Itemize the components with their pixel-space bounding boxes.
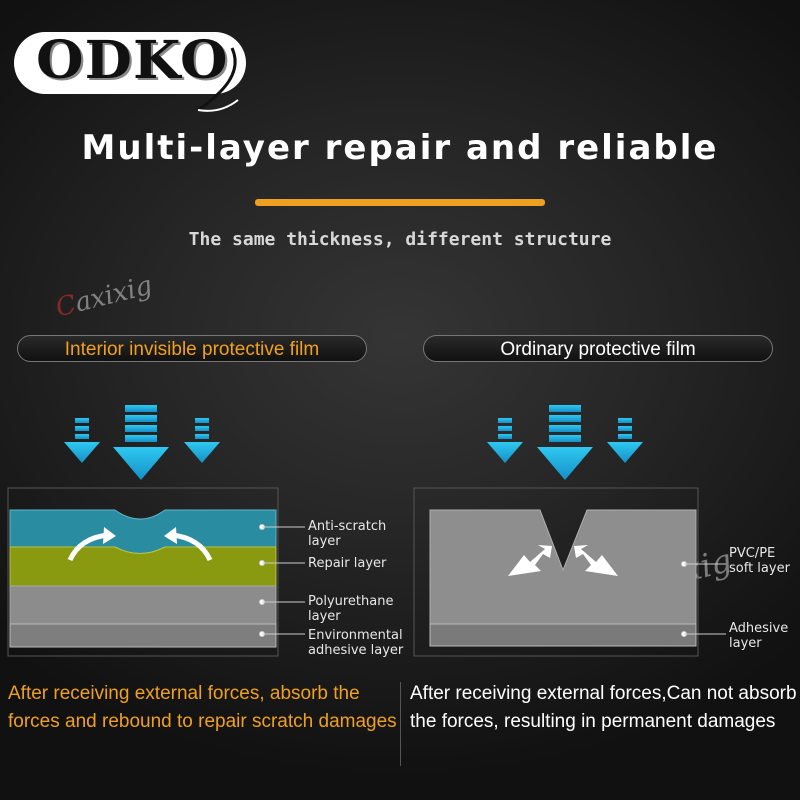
layer-label: Repair layer <box>308 556 387 571</box>
layer-label: Adhesive layer <box>729 621 789 651</box>
logo-badge <box>14 32 246 94</box>
force-arrow-icon <box>487 418 523 463</box>
brand-logo: ODKO <box>36 30 229 91</box>
force-arrow-icon <box>607 418 643 463</box>
layer-label: PVC/PE soft layer <box>729 546 790 576</box>
right-description: After receiving external forces,Can not … <box>410 683 797 732</box>
layer-label: Environmental adhesive layer <box>308 628 404 658</box>
layer-label: Polyurethane layer <box>308 594 394 624</box>
layer-diagrams <box>7 405 726 657</box>
logo-swoosh-icon <box>197 47 239 112</box>
column-divider <box>400 682 401 766</box>
right-panel-label: Ordinary protective film <box>423 335 773 362</box>
force-arrow-icon <box>537 405 593 480</box>
deform-arrow-icon <box>574 545 618 576</box>
layer-label: Anti-scratch layer <box>308 519 387 549</box>
force-arrow-icon <box>113 405 169 480</box>
force-arrow-icon <box>64 418 100 463</box>
accent-divider <box>255 199 545 206</box>
right-film-layers <box>413 487 699 657</box>
page-subtitle: The same thickness, different structure <box>188 229 612 250</box>
deform-arrow-icon <box>508 545 552 576</box>
left-film-layers <box>7 487 279 657</box>
page-title: Multi-layer repair and reliable <box>81 128 719 168</box>
left-panel-label: Interior invisible protective film <box>17 335 367 362</box>
left-description: After receiving external forces, absorb … <box>8 683 397 732</box>
force-arrow-icon <box>184 418 220 463</box>
